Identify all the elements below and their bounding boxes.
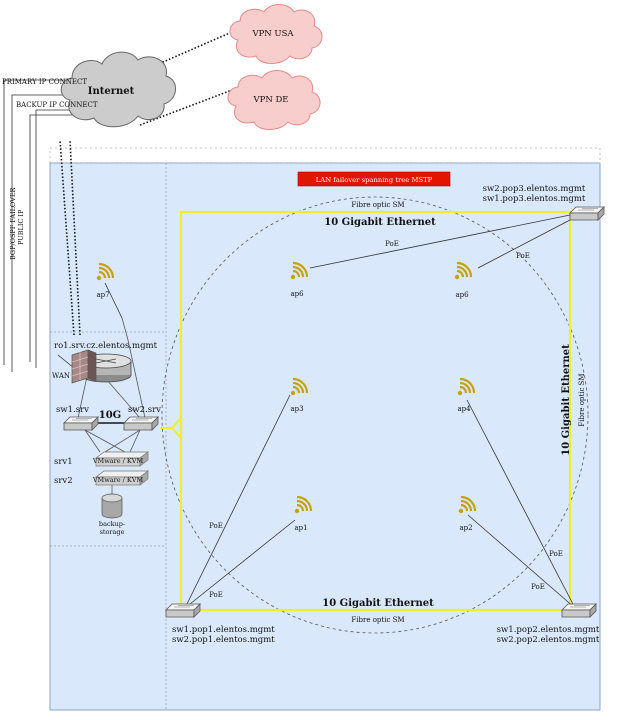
wan-links bbox=[3, 31, 233, 372]
fibre-bottom-label: Fibre optic SM bbox=[351, 616, 404, 624]
wan-label: WAN bbox=[52, 372, 70, 380]
ap4-label: ap4 bbox=[457, 405, 471, 413]
mstp-banner bbox=[297, 171, 451, 187]
backup-storage-label-1: backup- bbox=[99, 520, 125, 528]
poe-links bbox=[104, 213, 576, 609]
vpn-de-cloud: VPN DE bbox=[227, 70, 321, 130]
router-ro1: ro1.srv.cz.elentos.mgmt WAN bbox=[52, 341, 158, 384]
ap1-label: ap1 bbox=[294, 524, 307, 532]
server-srv2: VMware / KVM srv2 bbox=[54, 470, 150, 486]
poe-label: PoE bbox=[209, 591, 223, 599]
switch-pop1: sw1.pop1.elentos.mgmt sw2.pop1.elentos.m… bbox=[165, 603, 275, 645]
ten-g-label: 10G bbox=[99, 410, 121, 421]
poe-label: PoE bbox=[531, 583, 545, 591]
pop1-label-1: sw1.pop1.elentos.mgmt bbox=[172, 625, 275, 635]
firewall-icon bbox=[71, 349, 97, 384]
srv2-vm-label: VMware / KVM bbox=[92, 476, 144, 484]
poe-label: PoE bbox=[549, 550, 563, 558]
ten-gig-right-label: 10 Gigabit Ethernet bbox=[561, 344, 572, 456]
server-srv1: VMware / KVM srv1 bbox=[54, 451, 150, 467]
mstp-banner-label: LAN failover spanning tree MSTP bbox=[316, 176, 433, 184]
switch-sw2-srv: sw2.srv bbox=[123, 405, 161, 431]
srv1-label: srv1 bbox=[54, 457, 73, 467]
sw1-srv-label: sw1.srv bbox=[56, 405, 89, 415]
switch-pop2: sw1.pop2.elentos.mgmt sw2.pop2.elentos.m… bbox=[497, 603, 600, 645]
bgp-failover-label: BGP/OSPF FAILOVER bbox=[9, 186, 17, 260]
backup-ip-connect-label: BACKUP IP CONNECT bbox=[16, 101, 98, 109]
bgp-failover-public-ip-label: PUBLIC IP bbox=[17, 209, 25, 245]
vpn-de-label: VPN DE bbox=[252, 95, 288, 105]
spanning-tree-ring bbox=[161, 196, 589, 634]
ten-gig-bottom-label: 10 Gigabit Ethernet bbox=[322, 598, 434, 609]
poe-label: PoE bbox=[516, 252, 530, 260]
ap3-label: ap3 bbox=[290, 405, 303, 413]
poe-label: PoE bbox=[385, 240, 399, 248]
ap3: ap3 bbox=[289, 377, 309, 413]
fibre-uplink bbox=[160, 417, 182, 439]
pop3-label-2: sw1.pop3.elentos.mgmt bbox=[483, 194, 586, 204]
backup-storage: backup- storage bbox=[99, 493, 125, 536]
backup-storage-label-2: storage bbox=[100, 528, 125, 536]
srv1-vm-label: VMware / KVM bbox=[92, 457, 144, 465]
poe-label: PoE bbox=[209, 522, 223, 530]
ap6-left-label: ap6 bbox=[290, 290, 304, 298]
ap6-right: ap6 bbox=[453, 261, 473, 299]
ap4: ap4 bbox=[456, 377, 476, 413]
router-label: ro1.srv.cz.elentos.mgmt bbox=[54, 341, 158, 351]
pop1-label-2: sw2.pop1.elentos.mgmt bbox=[172, 635, 275, 645]
vpn-usa-cloud: VPN USA bbox=[229, 4, 323, 64]
lan-area-top-outline bbox=[49, 147, 601, 164]
pop2-label-1: sw1.pop2.elentos.mgmt bbox=[497, 625, 600, 635]
ap6-left: ap6 bbox=[289, 261, 309, 298]
internet-label: Internet bbox=[88, 86, 135, 97]
pop2-label-2: sw2.pop2.elentos.mgmt bbox=[497, 635, 600, 645]
ap2-label: ap2 bbox=[459, 524, 472, 532]
ap7-label: ap7 bbox=[96, 291, 109, 299]
lan-area bbox=[49, 162, 601, 711]
switch-sw1-srv: sw1.srv bbox=[56, 405, 99, 431]
fibre-ring bbox=[179, 210, 572, 612]
pop3-label-1: sw2.pop3.elentos.mgmt bbox=[483, 184, 586, 194]
vpn-usa-label: VPN USA bbox=[251, 29, 294, 39]
fibre-top-label: Fibre optic SM bbox=[351, 201, 404, 209]
switch-pop3: sw2.pop3.elentos.mgmt sw1.pop3.elentos.m… bbox=[483, 184, 605, 221]
ap2: ap2 bbox=[457, 495, 477, 532]
ap7: ap7 bbox=[95, 262, 115, 299]
internet-cloud: Internet bbox=[60, 51, 176, 128]
srv2-label: srv2 bbox=[54, 476, 73, 486]
ap1: ap1 bbox=[293, 495, 313, 532]
ap6-right-label: ap6 bbox=[455, 291, 469, 299]
primary-ip-connect-label: PRIMARY IP CONNECT bbox=[2, 78, 87, 86]
fibre-right-label: Fibre optic SM bbox=[578, 373, 586, 426]
sw2-srv-label: sw2.srv bbox=[128, 405, 161, 415]
ten-gig-top-label: 10 Gigabit Ethernet bbox=[324, 217, 436, 228]
